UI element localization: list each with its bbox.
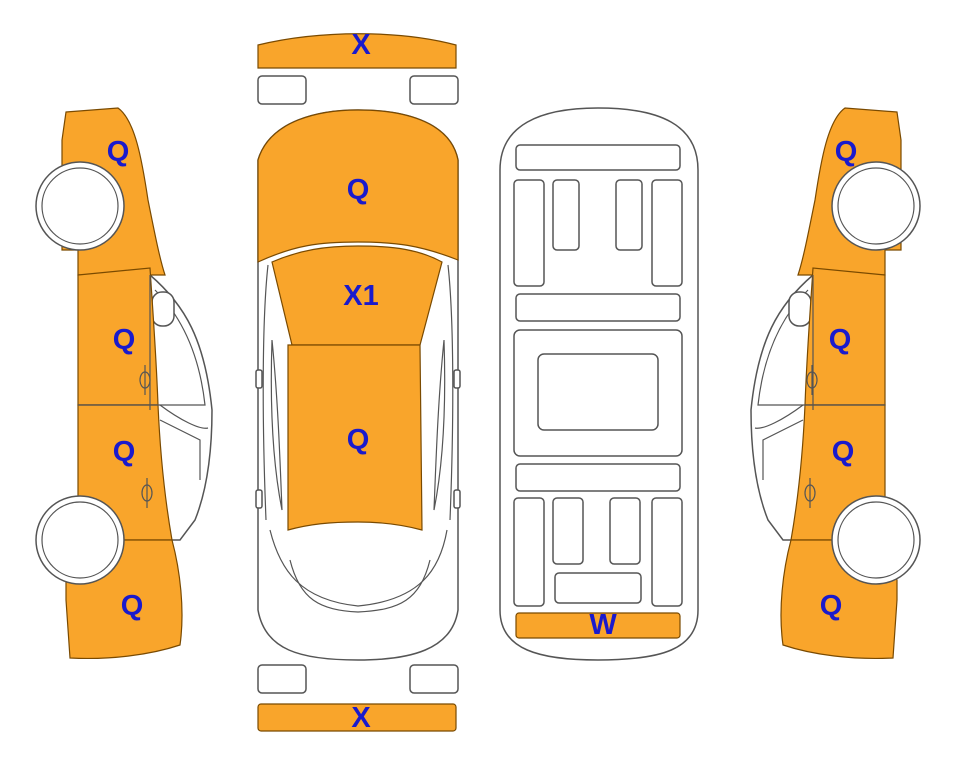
right-side-view: Q Q Q Q	[750, 107, 921, 660]
left-rear-wheel	[35, 495, 125, 585]
hood-panel[interactable]	[257, 109, 459, 263]
left-front-fender-code: Q	[107, 136, 130, 168]
left-front-wheel	[35, 161, 125, 251]
right-rear-wheel	[831, 495, 921, 585]
rear-bumper-panel[interactable]	[257, 703, 457, 732]
right-front-wheel	[831, 161, 921, 251]
roof-code: Q	[347, 424, 370, 456]
right-front-fender-code: Q	[835, 136, 858, 168]
right-rear-door-code: Q	[832, 436, 855, 468]
rear-right-light	[409, 664, 459, 694]
left-rear-door-handle-icon	[141, 478, 153, 508]
right-rear-door-handle-icon	[804, 478, 816, 508]
right-front-door-code: Q	[829, 324, 852, 356]
windshield-panel[interactable]	[271, 245, 443, 346]
front-left-light	[257, 75, 307, 105]
left-side-mirror	[151, 291, 175, 327]
underbody-view: W	[499, 107, 699, 661]
underbody-rear-panel[interactable]	[515, 612, 681, 639]
hood-code: Q	[347, 174, 370, 206]
windshield-code: X1	[343, 280, 378, 312]
left-rear-quarter-code: Q	[121, 590, 144, 622]
front-bumper-code: X	[351, 29, 371, 61]
roof-panel[interactable]	[287, 344, 423, 531]
right-front-door-handle-icon	[806, 365, 818, 395]
front-right-light	[409, 75, 459, 105]
rear-bumper-code: X	[351, 702, 371, 734]
left-side-view: Q Q Q Q	[35, 107, 213, 660]
left-rear-door-code: Q	[113, 436, 136, 468]
front-bumper-panel[interactable]	[257, 33, 457, 69]
right-rear-quarter-code: Q	[820, 590, 843, 622]
left-front-door-handle-icon	[139, 365, 151, 395]
top-view: X Q X1 Q X	[255, 29, 461, 734]
rear-left-light	[257, 664, 307, 694]
underbody-rear-code: W	[589, 609, 617, 641]
right-side-mirror	[788, 291, 812, 327]
left-front-door-code: Q	[113, 324, 136, 356]
